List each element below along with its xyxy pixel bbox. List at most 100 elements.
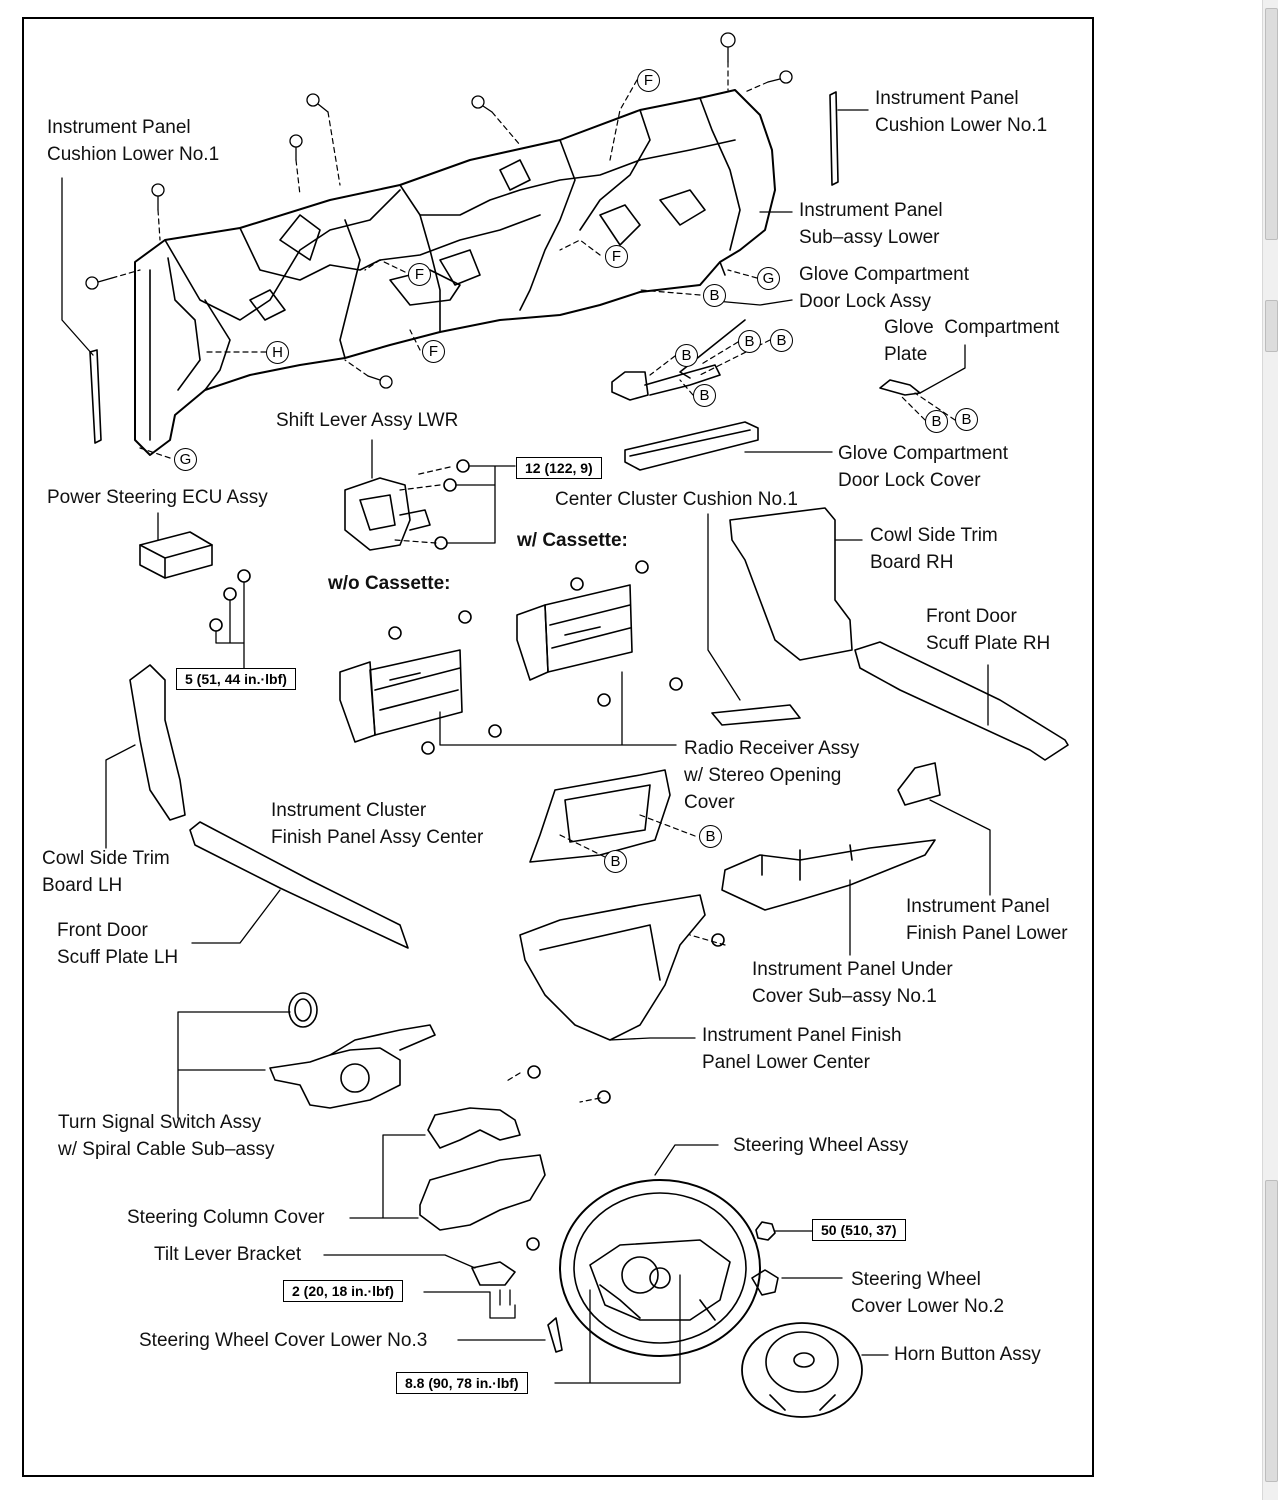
callout-b: B	[925, 410, 948, 433]
callout-g: G	[174, 448, 197, 471]
callout-b: B	[770, 329, 793, 352]
steering-nut	[755, 1221, 776, 1241]
cushion-lower-left-part	[89, 349, 102, 444]
callout-f: F	[408, 263, 431, 286]
sw-cover-no3-part	[547, 1317, 563, 1353]
label-horn-button: Horn Button Assy	[894, 1344, 1041, 1365]
leader-column-cover	[349, 1134, 426, 1219]
scrollbar-thumb-secondary[interactable]	[1265, 300, 1278, 352]
callout-f: F	[605, 245, 628, 268]
vertical-scrollbar[interactable]	[1262, 0, 1278, 1500]
label-with-cassette: w/ Cassette:	[517, 530, 628, 551]
label-sw-cover-no2: Steering Wheel Cover Lower No.2	[851, 1269, 1005, 1317]
steering-wheel-part	[559, 1179, 761, 1357]
callout-b: B	[955, 408, 978, 431]
label-ip-under-cover: Instrument Panel Under Cover Sub–assy No…	[752, 959, 953, 1007]
callout-b: B	[703, 284, 726, 307]
label-without-cassette: w/o Cassette:	[328, 573, 451, 594]
torque-box-50: 50 (510, 37)	[812, 1219, 906, 1241]
label-ip-finish-lower: Instrument Panel Finish Panel Lower	[906, 896, 1068, 944]
label-ip-cushion-lower-right: Instrument Panel Cushion Lower No.1	[875, 88, 1048, 136]
ip-finish-lower-center-detail	[539, 924, 661, 981]
leader-torque-2	[423, 1289, 516, 1319]
leader-scuff-lh	[191, 889, 281, 944]
callout-f: F	[422, 340, 445, 363]
radio-with-cassette-part	[516, 560, 683, 707]
shift-lever-part	[344, 439, 470, 551]
label-steering-wheel: Steering Wheel Assy	[733, 1135, 909, 1156]
scrollbar-thumb-lower[interactable]	[1265, 1180, 1278, 1482]
label-column-cover: Steering Column Cover	[127, 1207, 325, 1228]
callout-b: B	[604, 850, 627, 873]
ip-finish-lower-part	[897, 762, 941, 806]
callout-b: B	[675, 344, 698, 367]
leader-torque-12	[446, 465, 516, 544]
callout-g: G	[757, 267, 780, 290]
label-glove-plate: Glove Compartment Plate	[884, 317, 1060, 365]
leader-steering-wheel	[654, 1144, 719, 1176]
screw-column-upper	[527, 1065, 541, 1079]
torque-box-8-8: 8.8 (90, 78 in.·lbf)	[396, 1372, 528, 1394]
label-center-cluster-cushion: Center Cluster Cushion No.1	[555, 489, 798, 510]
cluster-finish-center-part	[529, 769, 671, 863]
tilt-lever-part	[471, 1261, 516, 1286]
cushion-lower-right-part	[829, 91, 839, 186]
leader-torque-8-8	[554, 1274, 681, 1384]
leader-center-cushion	[707, 513, 741, 701]
label-radio-receiver: Radio Receiver Assy w/ Stereo Opening Co…	[684, 738, 860, 813]
leader-torque-5	[215, 581, 245, 669]
instrument-panel-lower-frame	[134, 89, 776, 456]
label-cowl-side-lh: Cowl Side Trim Board LH	[42, 848, 170, 896]
cowl-side-rh-part	[729, 507, 853, 661]
leader-turn-signal	[177, 1011, 291, 1119]
callout-b: B	[699, 825, 722, 848]
ip-finish-lower-center-part	[519, 894, 706, 1041]
glove-plate-part	[879, 379, 921, 396]
torque-box-5: 5 (51, 44 in.·lbf)	[176, 668, 296, 690]
glove-lock-cover-part	[624, 421, 759, 471]
label-glove-door-lock: Glove Compartment Door Lock Assy	[799, 264, 970, 312]
ip-under-cover-part	[721, 839, 936, 911]
center-cluster-cushion-part	[711, 704, 801, 726]
frame-screws	[85, 32, 793, 389]
leader-radio	[439, 671, 677, 746]
leader-glove-plate	[919, 344, 966, 394]
radio-without-cassette-part	[339, 610, 502, 755]
scrollbar-thumb[interactable]	[1265, 8, 1278, 240]
callout-f: F	[637, 69, 660, 92]
leader-tilt-lever	[323, 1254, 476, 1269]
horn-button-part	[741, 1322, 863, 1418]
label-ip-subassy-lower: Instrument Panel Sub–assy Lower	[799, 200, 943, 248]
cowl-side-lh-part	[129, 664, 186, 821]
sw-cover-no2-part	[751, 1269, 779, 1296]
ip-under-cover-detail	[761, 844, 853, 881]
label-shift-lever: Shift Lever Assy LWR	[276, 410, 459, 431]
diagram-frame	[22, 17, 1094, 1477]
dashed-leaders	[111, 61, 956, 1103]
torque-box-12: 12 (122, 9)	[516, 457, 602, 479]
cluster-finish-center-inner	[564, 784, 651, 843]
label-sw-cover-no3: Steering Wheel Cover Lower No.3	[139, 1330, 428, 1351]
label-front-door-scuff-rh: Front Door Scuff Plate RH	[926, 606, 1051, 654]
leader-ip-finish-lower	[929, 799, 991, 896]
screw-finish-lower-center	[711, 933, 725, 947]
callout-h: H	[266, 341, 289, 364]
leader-ip-finish-lower-center	[609, 1037, 696, 1041]
front-door-scuff-rh-part	[854, 641, 1069, 761]
label-ip-cushion-lower-left: Instrument Panel Cushion Lower No.1	[47, 117, 220, 165]
callout-b: B	[738, 330, 761, 353]
callout-b: B	[693, 384, 716, 407]
leader-cushion-left	[61, 177, 94, 356]
column-cover-lower-part	[419, 1154, 546, 1231]
front-door-scuff-lh-part	[189, 821, 409, 949]
label-power-steering-ecu: Power Steering ECU Assy	[47, 487, 268, 508]
leader-cowl-lh	[105, 744, 136, 849]
screw-column-lower	[526, 1237, 540, 1251]
label-turn-signal: Turn Signal Switch Assy w/ Spiral Cable …	[58, 1112, 275, 1160]
label-cowl-side-rh: Cowl Side Trim Board RH	[870, 525, 998, 573]
turn-signal-switch-part	[269, 992, 436, 1109]
screw-column-right	[597, 1090, 611, 1104]
column-cover-upper-part	[427, 1107, 521, 1149]
label-ip-finish-lower-center: Instrument Panel Finish Panel Lower Cent…	[702, 1025, 902, 1073]
